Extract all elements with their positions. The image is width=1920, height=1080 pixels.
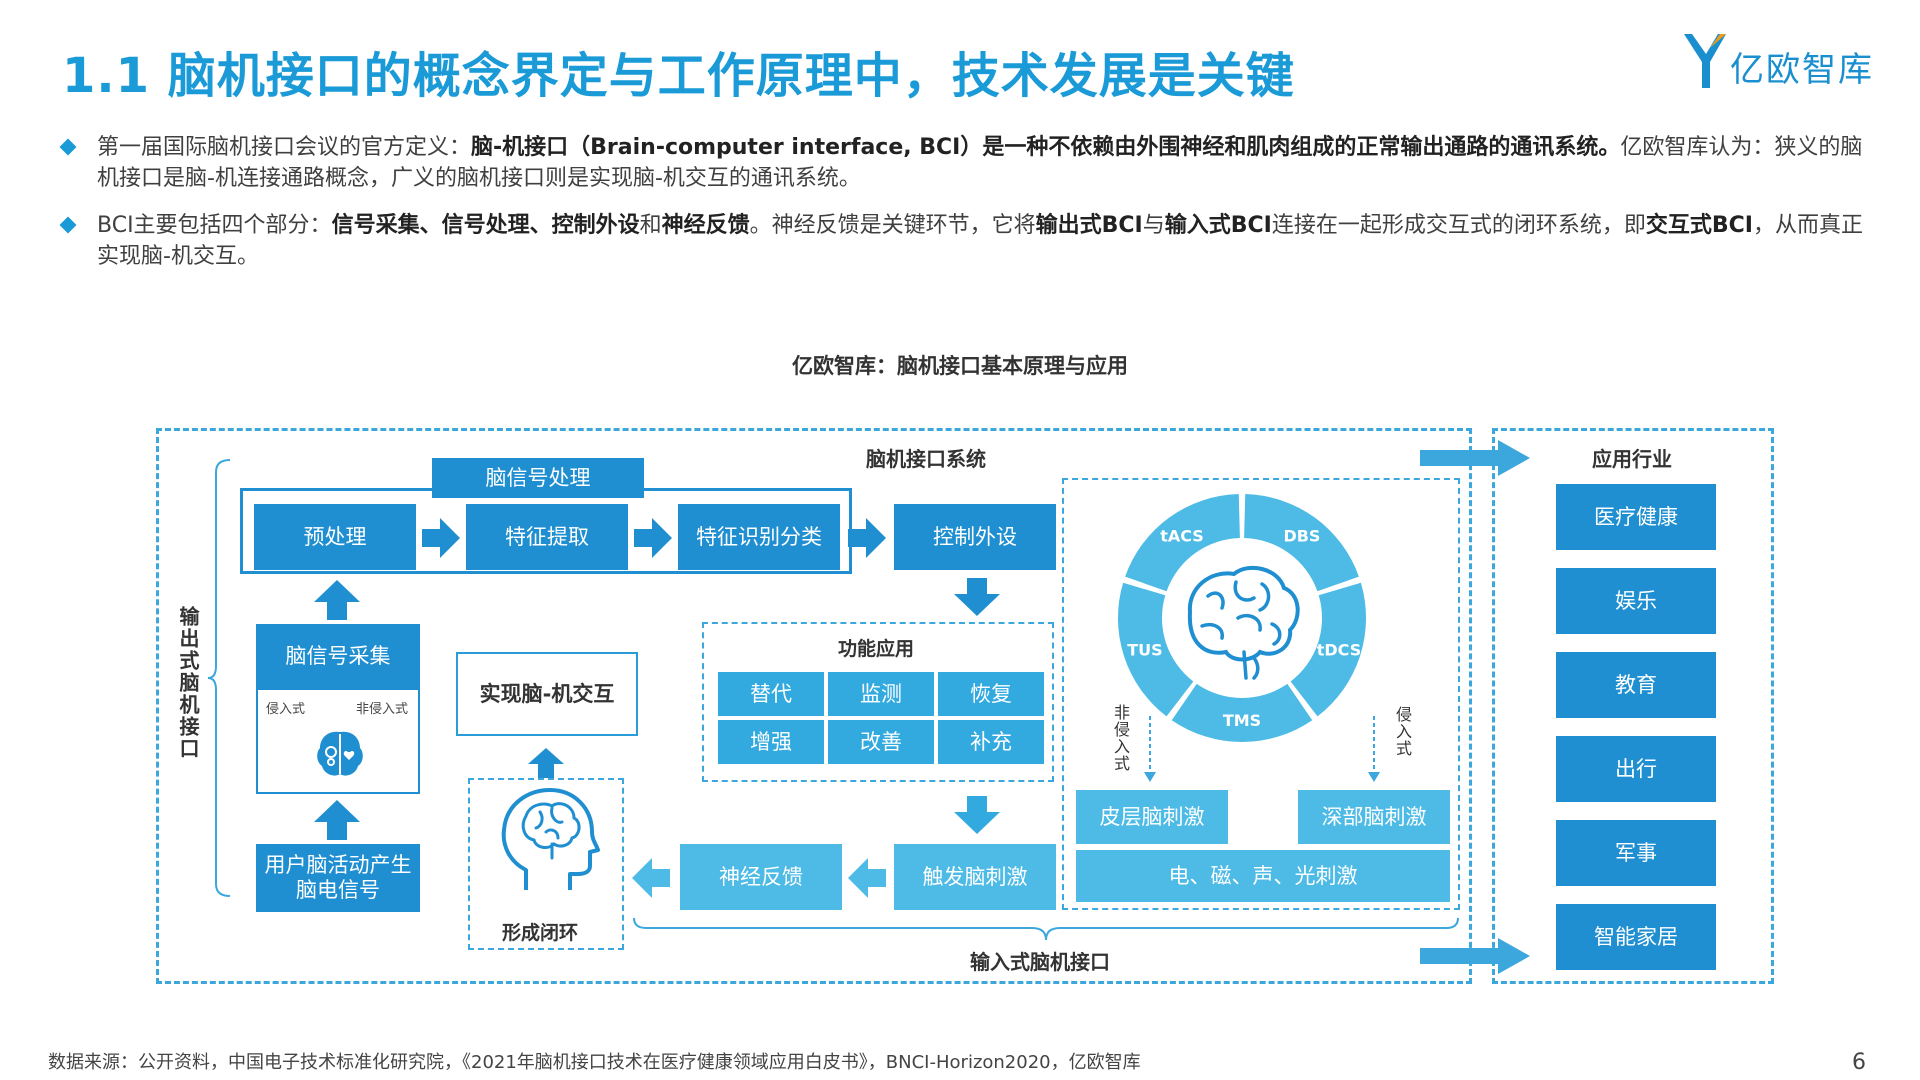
bullet-text: 。神经反馈是关键环节，它将 — [749, 213, 1036, 238]
stimulation-segment — [1244, 494, 1359, 592]
arrow-to-industry-bottom-icon — [1420, 938, 1530, 974]
arrow-down-icon — [954, 578, 1000, 616]
stimulation-method-label: TMS — [1223, 711, 1261, 730]
bullet-bold: 脑-机接口（Brain-computer interface, BCI）是一种不… — [471, 135, 1621, 160]
signal-collect-box: 脑信号采集 — [256, 624, 420, 688]
signal-processing-label: 脑信号处理 — [432, 458, 644, 498]
trigger-stimulation-box: 触发脑刺激 — [894, 844, 1056, 910]
system-label: 脑机接口系统 — [866, 447, 986, 471]
logo-text: 亿欧智库 — [1730, 50, 1874, 90]
page-number: 6 — [1852, 1050, 1866, 1075]
bullet-definition: 第一届国际脑机接口会议的官方定义：脑-机接口（Brain-computer in… — [59, 132, 1872, 194]
input-bci-bracket — [633, 917, 1459, 941]
stimulation-segment — [1290, 582, 1366, 717]
bullet-text: 与 — [1142, 213, 1165, 238]
user-brain-activity-box: 用户脑活动产生脑电信号 — [256, 844, 420, 912]
bullet-text: 亿欧智库认为：狭义的脑机接口是脑-机连接通路概念，广义的脑机接口则是实现脑-机交… — [97, 135, 1863, 191]
function-panel — [702, 622, 1054, 782]
cortical-stimulation-box: 皮层脑刺激 — [1076, 790, 1228, 844]
arrow-up-icon — [314, 800, 360, 840]
industry-frame — [1492, 428, 1774, 984]
output-bci-label: 输出式脑机接口 — [176, 606, 200, 760]
industry-item: 娱乐 — [1556, 568, 1716, 634]
arrow-up-icon — [314, 580, 360, 620]
stimulation-method-label: TUS — [1127, 641, 1162, 660]
industry-item: 军事 — [1556, 820, 1716, 886]
arrow-left-icon — [848, 858, 886, 898]
diagram-title: 亿欧智库：脑机接口基本原理与应用 — [792, 354, 1128, 378]
bullet-bold: 交互式BCI — [1645, 213, 1753, 238]
function-item: 改善 — [828, 720, 934, 764]
deep-stimulation-box: 深部脑刺激 — [1298, 790, 1450, 844]
closed-loop-label: 形成闭环 — [502, 922, 579, 944]
bullet-bold: 信号采集、信号处理、控制外设 — [331, 213, 640, 238]
stimulation-types-box: 电、磁、声、光刺激 — [1076, 850, 1450, 902]
arrow-right-icon — [634, 518, 672, 558]
function-item: 恢复 — [938, 672, 1044, 716]
human-brain-head-icon — [501, 788, 600, 890]
noninvasive-label: 非侵入式 — [356, 702, 409, 717]
stimulation-method-label: tACS — [1160, 526, 1204, 545]
logo-mark-icon — [1684, 34, 1726, 88]
feature-extract-box: 特征提取 — [466, 504, 628, 570]
bullet-diamond-icon — [59, 138, 77, 156]
output-bci-bracket — [207, 459, 231, 897]
closed-loop-frame — [468, 778, 624, 950]
bullet-text: ，从而真正实现脑-机交互。 — [97, 213, 1863, 269]
dashed-arrow-down-icon — [1144, 716, 1156, 782]
industry-item: 医疗健康 — [1556, 484, 1716, 550]
bullet-diamond-icon — [59, 216, 77, 234]
function-item: 补充 — [938, 720, 1044, 764]
function-item: 监测 — [828, 672, 934, 716]
function-item: 增强 — [718, 720, 824, 764]
arrow-right-icon — [422, 518, 460, 558]
control-device-box: 控制外设 — [894, 504, 1056, 570]
bullet-text: 第一届国际脑机接口会议的官方定义： — [97, 135, 472, 160]
brain-gear-icon — [317, 731, 363, 776]
bullet-bold: 输入式BCI — [1164, 213, 1272, 238]
invasive-vertical-label: 侵入式 — [1393, 706, 1412, 757]
stimulation-ring: tACS DBS tDCS TMS TUS — [1118, 494, 1366, 742]
bullet-bold: 输出式BCI — [1035, 213, 1143, 238]
neuro-feedback-box: 神经反馈 — [680, 844, 842, 910]
brain-machine-interaction-box: 实现脑-机交互 — [456, 652, 638, 736]
stimulation-panel — [1062, 478, 1460, 910]
feature-classify-box: 特征识别分类 — [678, 504, 840, 570]
industry-item: 智能家居 — [1556, 904, 1716, 970]
industry-item: 出行 — [1556, 736, 1716, 802]
page-title: 1.1 脑机接口的概念界定与工作原理中，技术发展是关键 — [62, 48, 1295, 104]
arrow-right-icon — [848, 518, 886, 558]
industry-item: 教育 — [1556, 652, 1716, 718]
bullet-bold: 神经反馈 — [661, 213, 750, 238]
industry-title: 应用行业 — [1592, 447, 1672, 471]
arrow-down-icon — [954, 796, 1000, 834]
data-source-footer: 数据来源：公开资料，中国电子技术标准化研究院，《2021年脑机接口技术在医疗健康… — [48, 1052, 1141, 1073]
noninvasive-vertical-label: 非侵入式 — [1111, 704, 1130, 772]
function-item: 替代 — [718, 672, 824, 716]
bullet-text: 和 — [639, 213, 662, 238]
input-bci-label: 输入式脑机接口 — [970, 950, 1110, 974]
arrow-up-icon — [528, 748, 564, 778]
bullet-text: 连接在一起形成交互式的闭环系统，即 — [1271, 213, 1646, 238]
function-title: 功能应用 — [838, 638, 915, 660]
stimulation-method-label: tDCS — [1317, 641, 1362, 660]
preprocess-box: 预处理 — [254, 504, 416, 570]
stimulation-method-label: DBS — [1283, 526, 1320, 545]
stimulation-segment — [1125, 494, 1240, 592]
bci-system-frame — [156, 428, 1472, 984]
brand-logo: 亿欧智库 — [1680, 28, 1890, 98]
bullet-components: BCI主要包括四个部分：信号采集、信号处理、控制外设和神经反馈。神经反馈是关键环… — [59, 210, 1872, 272]
dashed-arrow-down-icon — [1368, 716, 1380, 782]
bullet-text: BCI主要包括四个部分： — [97, 213, 332, 238]
stimulation-segment — [1118, 582, 1194, 717]
stimulation-segment — [1171, 683, 1313, 742]
arrow-to-industry-top-icon — [1420, 440, 1530, 476]
brain-icon — [1187, 565, 1300, 680]
invasive-label: 侵入式 — [266, 702, 306, 717]
arrow-left-icon — [632, 858, 670, 898]
